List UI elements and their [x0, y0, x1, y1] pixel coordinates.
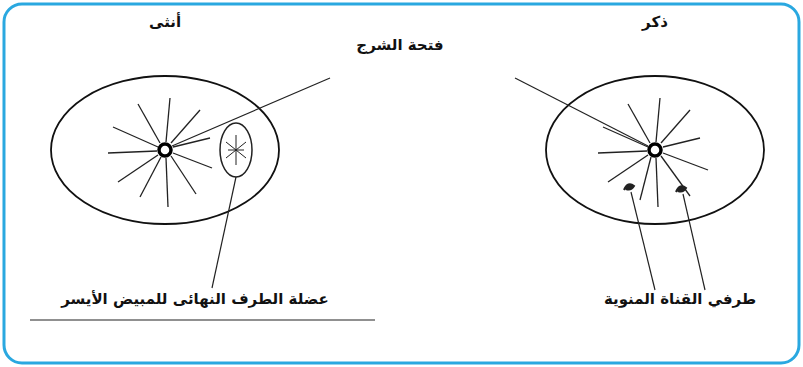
ovary-muscle-folds	[226, 135, 246, 165]
part-label: فتحة الشرج	[356, 36, 443, 54]
anal-opening	[159, 144, 171, 156]
anal-opening	[649, 144, 661, 156]
border	[4, 4, 799, 363]
node-heading: ذكر	[545, 13, 765, 31]
ellipse-region: أنثى	[50, 75, 280, 225]
node-heading: أنثى	[50, 13, 280, 31]
ovary-muscle	[220, 123, 252, 177]
part-label: عضلة الطرف النهائى للمبيض الأيسر	[61, 290, 329, 308]
leader-lines	[30, 78, 705, 320]
duct-end	[676, 186, 686, 192]
ellipse-outline	[50, 75, 280, 225]
ellipse-shape	[51, 76, 279, 224]
duct-end	[624, 184, 634, 190]
part-label: طرفي القناة المنوية	[604, 290, 756, 308]
ellipse-outline	[545, 75, 765, 225]
ellipse-region: ذكر	[545, 75, 765, 225]
ellipse-shape	[546, 76, 764, 224]
male-folds	[598, 98, 708, 207]
female-folds	[108, 98, 212, 207]
